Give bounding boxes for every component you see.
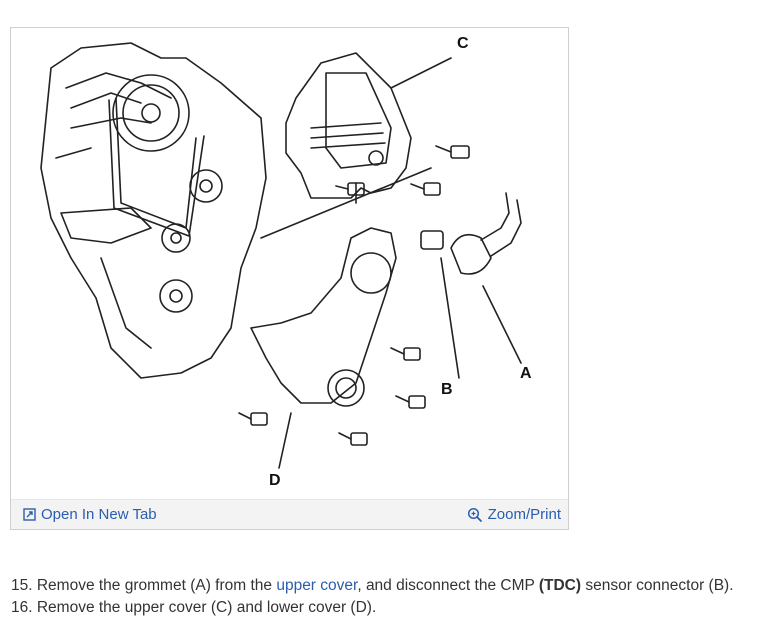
cmp-sensor-connector [420,230,444,250]
instructions: 15. Remove the grommet (A) from the uppe… [11,575,734,619]
figure-box: C A B D Open In New Tab Zoom/Print [10,27,569,530]
zoom-print-link[interactable]: Zoom/Print [467,506,561,523]
bolt-4 [390,347,421,361]
timing-belt-cover-diagram: C A B D [40,35,532,489]
upper-cover-link[interactable]: upper cover [276,577,358,594]
step-16: 16. Remove the upper cover (C) and lower… [11,599,377,616]
open-in-new-tab-link[interactable]: Open In New Tab [23,506,157,523]
open-new-tab-icon [23,508,36,521]
bolt-1 [435,145,470,159]
zoom-print-label: Zoom/Print [487,506,561,523]
grommet [450,233,492,275]
bolt-7 [338,432,368,446]
callout-c: C [457,35,469,52]
tdc-text: (TDC) [538,577,582,594]
callout-b: B [441,381,453,398]
cam-pulley [112,74,190,152]
lower-cover [250,227,397,404]
step-15: 15. Remove the grommet (A) from the uppe… [11,577,734,594]
bolt-6 [238,412,268,426]
bolt-5 [395,395,426,409]
callout-d: D [269,472,281,489]
figure-toolbar: Open In New Tab Zoom/Print [11,499,568,529]
bolt-3 [410,182,441,196]
callout-a: A [520,365,532,382]
zoom-icon [467,507,482,522]
engine-block [40,42,267,379]
sensor-wire [480,192,510,241]
open-in-new-tab-label: Open In New Tab [41,506,157,523]
crank-pulley [161,223,191,253]
tensioner-pulley [189,169,223,203]
